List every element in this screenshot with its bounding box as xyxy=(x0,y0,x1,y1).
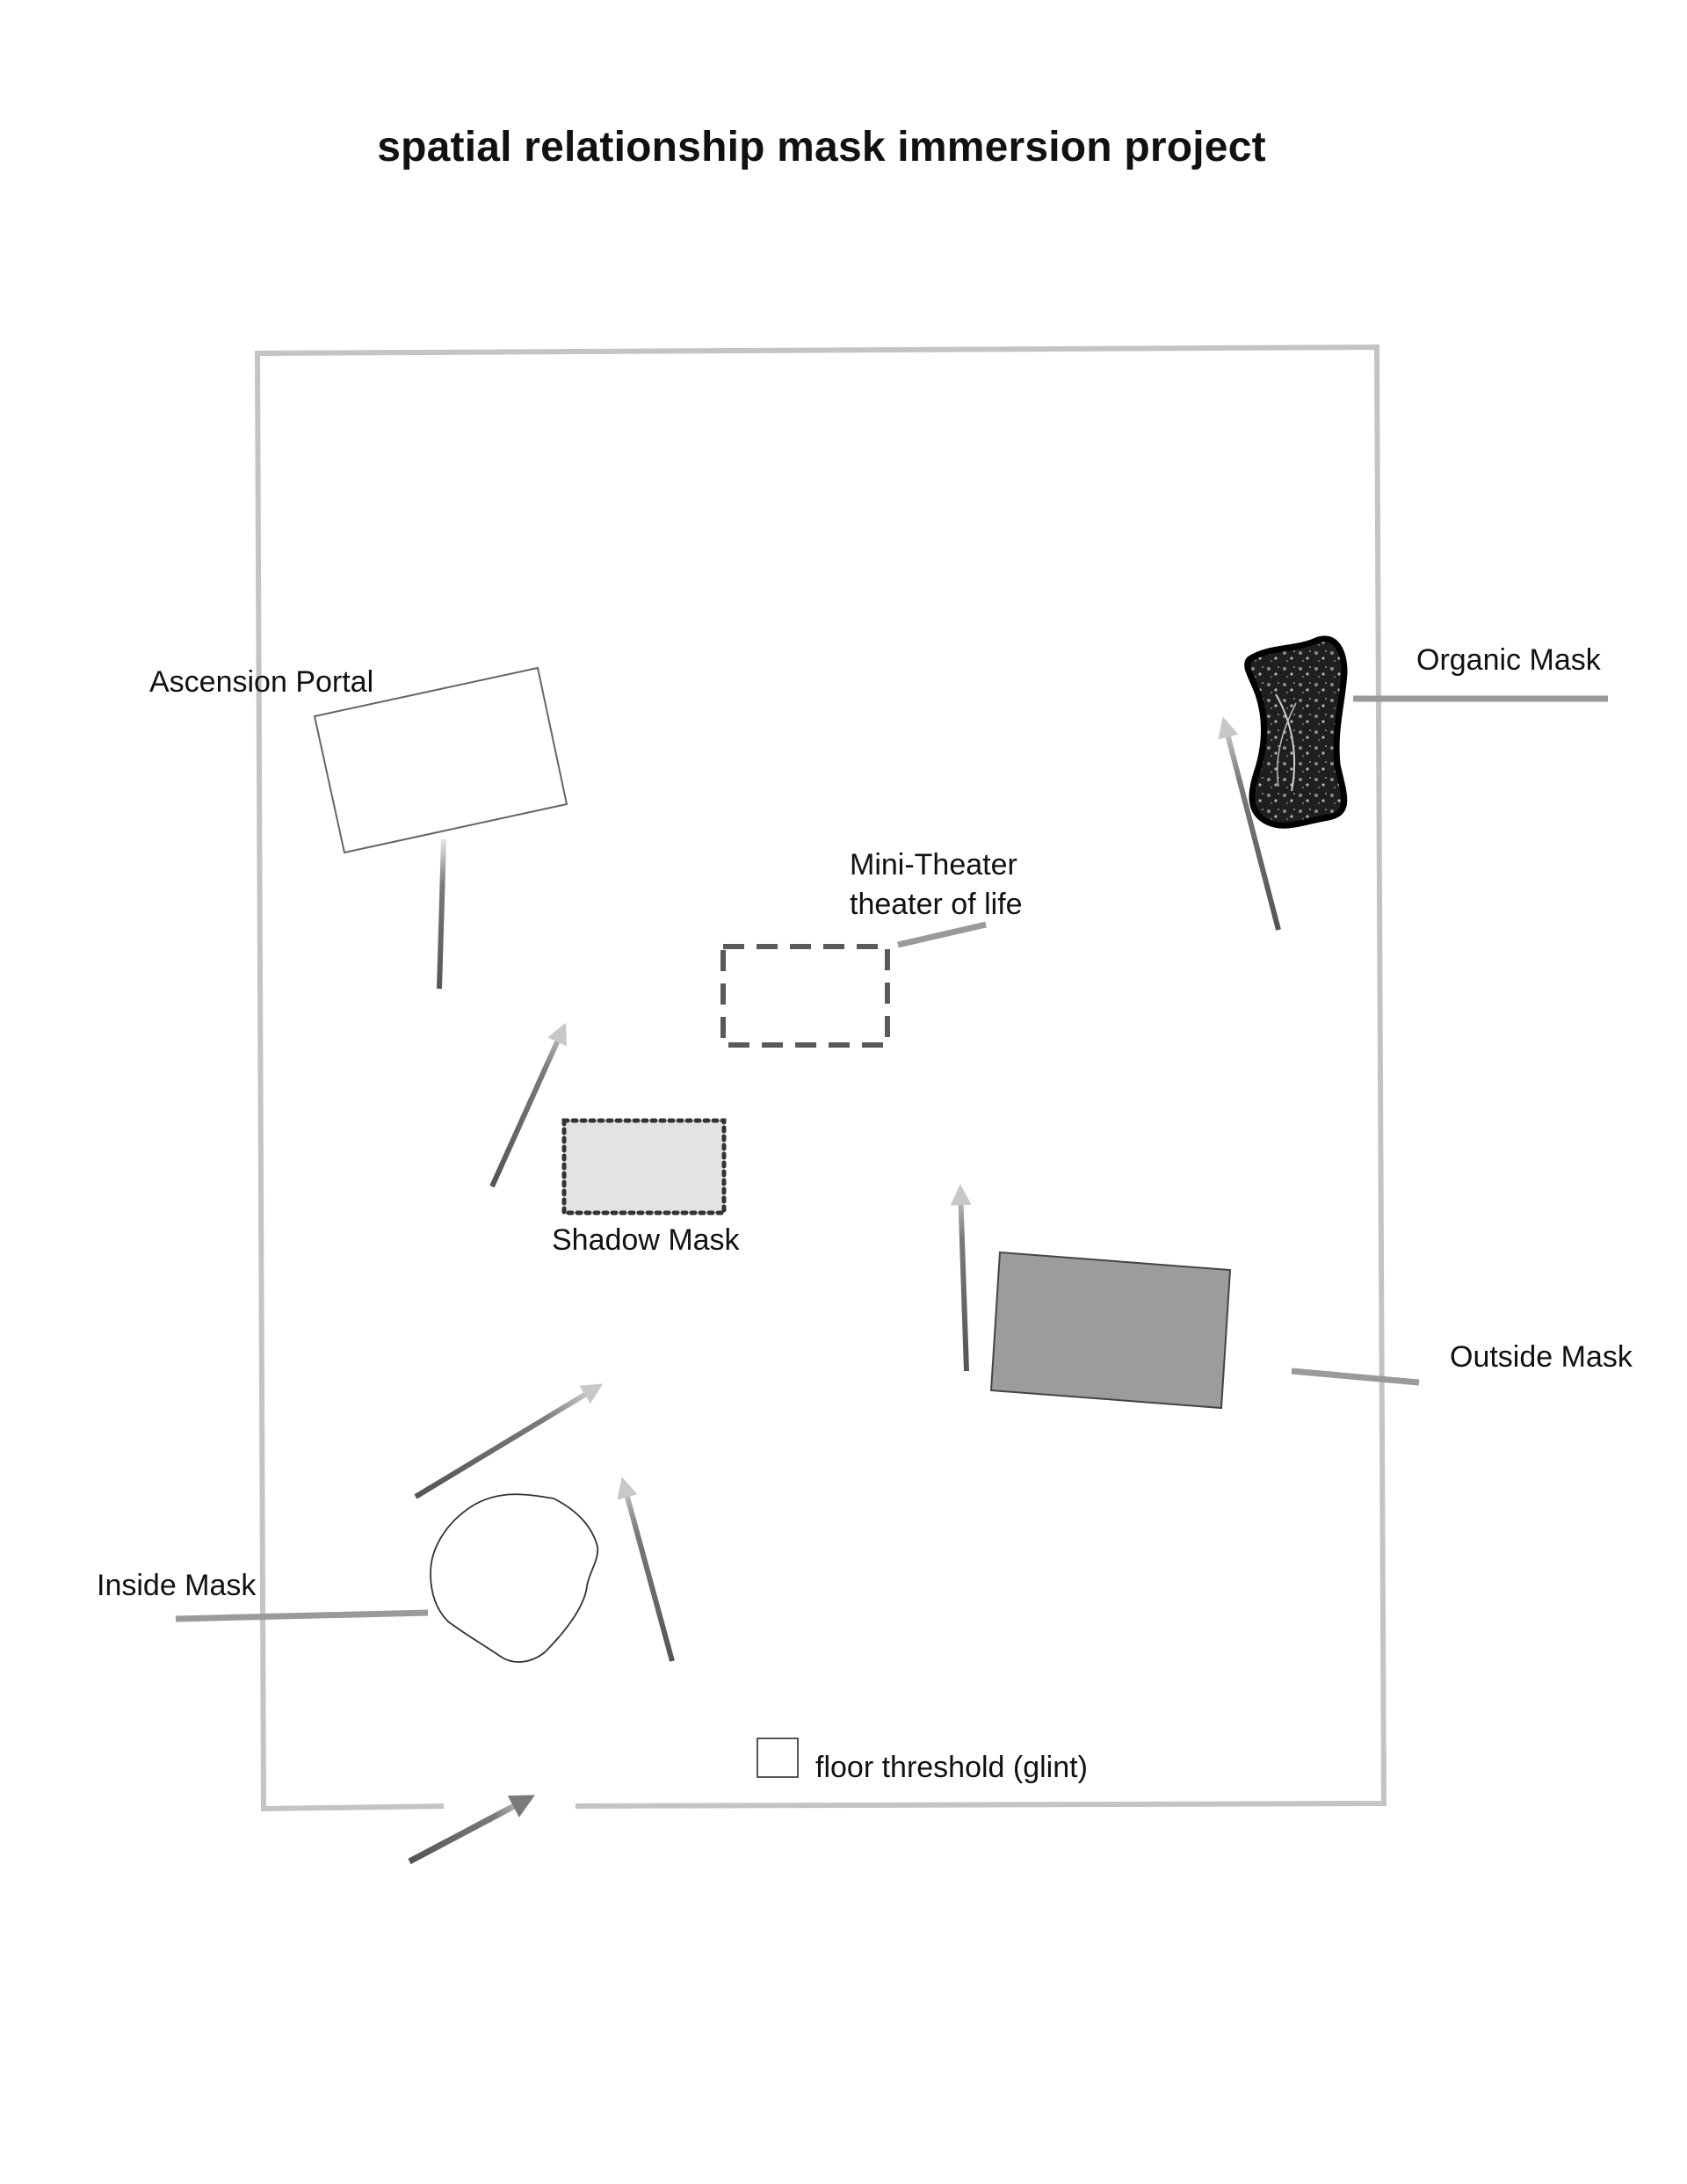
inside-mask xyxy=(175,1493,599,1663)
floor-threshold-label: floor threshold (glint) xyxy=(815,1751,1088,1784)
page-title: spatial relationship mask immersion proj… xyxy=(377,124,1266,171)
organic-mask xyxy=(1244,635,1608,829)
mini-theater-label-line2: theater of life xyxy=(850,888,1023,921)
inside-mask-label: Inside Mask xyxy=(97,1569,257,1602)
outside-mask-leader xyxy=(1291,1368,1420,1386)
ascension-portal-leader xyxy=(437,838,446,990)
flow-arrow-inside-diagonal xyxy=(414,1383,604,1499)
ascension-portal-label: Ascension Portal xyxy=(149,665,373,699)
inside-mask-leader xyxy=(175,1609,429,1622)
flow-arrow-entrance xyxy=(408,1794,535,1865)
shadow-mask xyxy=(561,1118,727,1215)
floor-threshold xyxy=(757,1738,799,1778)
flow-arrow-shadow-to-portal xyxy=(489,1022,568,1188)
outside-mask xyxy=(989,1251,1420,1410)
room-outline xyxy=(254,344,1387,1812)
organic-mask-label: Organic Mask xyxy=(1416,643,1602,677)
shadow-mask-label: Shadow Mask xyxy=(552,1223,741,1257)
ascension-portal xyxy=(313,666,568,990)
outside-mask-label: Outside Mask xyxy=(1450,1340,1633,1374)
flow-arrow-inside-up xyxy=(617,1477,675,1662)
flow-arrow-outside-up xyxy=(950,1184,972,1372)
mini-theater-leader xyxy=(897,921,987,948)
flow-arrow-organic-up xyxy=(1218,716,1281,931)
mini-theater xyxy=(720,921,987,1048)
mini-theater-label-line1: Mini-Theater xyxy=(850,848,1017,882)
